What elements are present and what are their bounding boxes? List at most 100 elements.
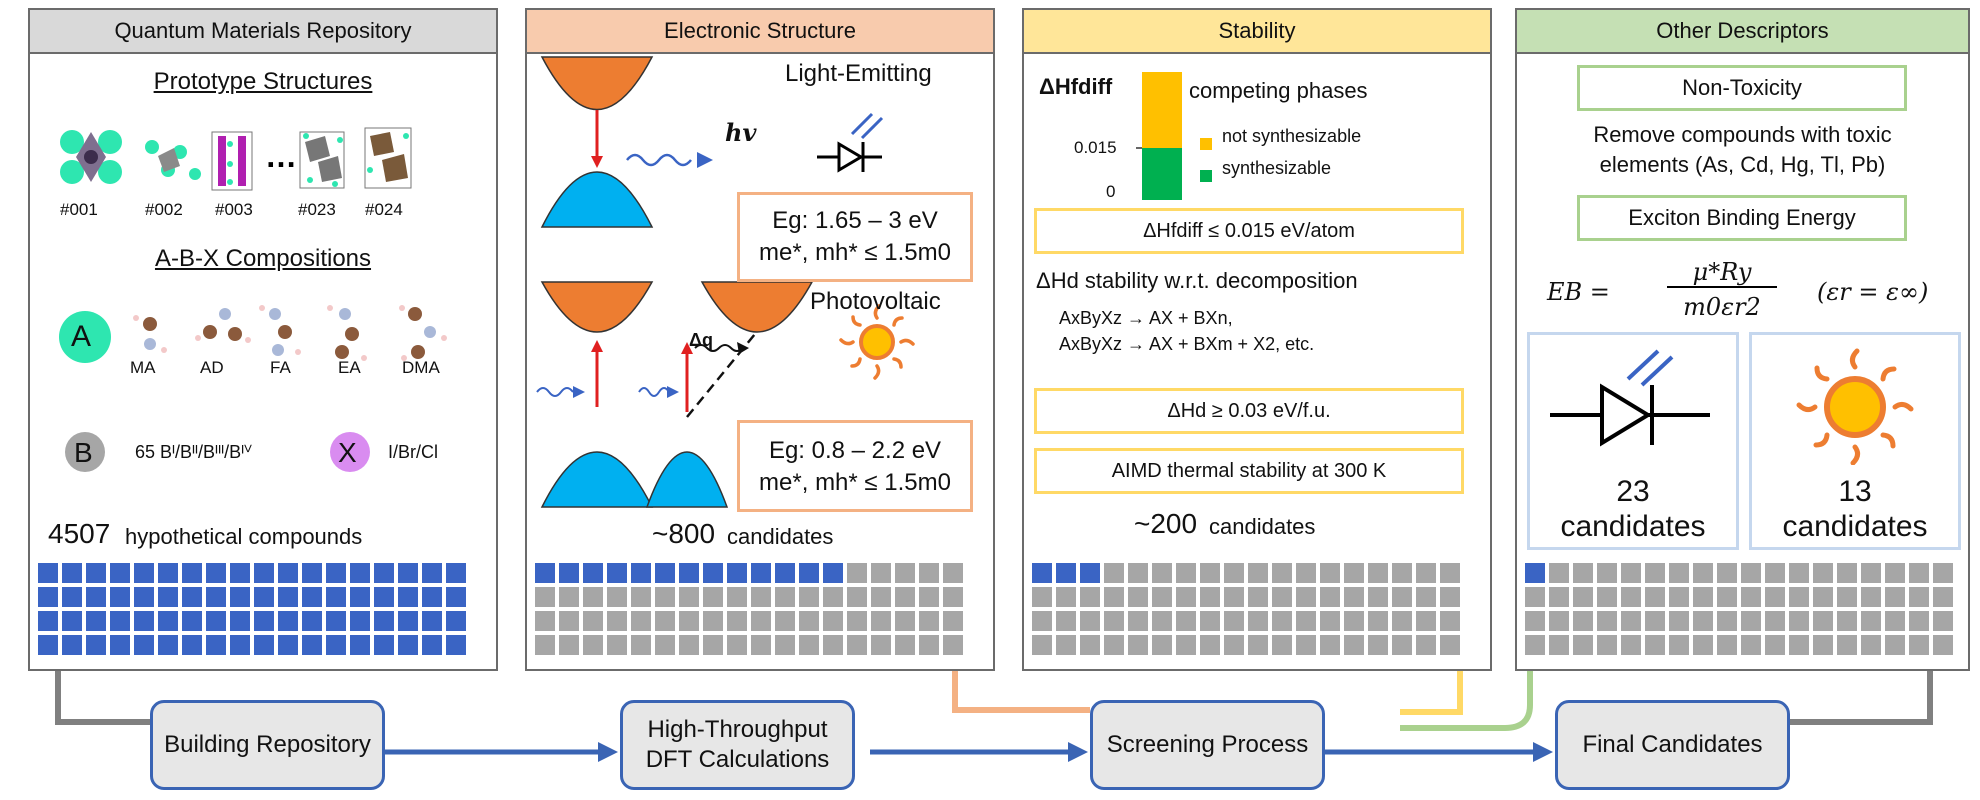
- grid-cell-empty: [1368, 563, 1388, 583]
- grid-cell-empty: [871, 635, 891, 655]
- grid-cell-empty: [1320, 587, 1340, 607]
- grid-cell-filled: [134, 611, 154, 631]
- grid-cell-empty: [1885, 587, 1905, 607]
- grid-cell-empty: [1789, 587, 1809, 607]
- grid-cell-empty: [1344, 563, 1364, 583]
- grid-cell-filled: [350, 635, 370, 655]
- grid-cell-empty: [703, 635, 723, 655]
- grid-cell-empty: [1272, 587, 1292, 607]
- grid-cell-empty: [1861, 635, 1881, 655]
- grid-cell-empty: [1837, 587, 1857, 607]
- grid-cell-empty: [1440, 587, 1460, 607]
- grid-cell-empty: [1669, 611, 1689, 631]
- grid-cell-empty: [1765, 563, 1785, 583]
- grid-cell-filled: [38, 611, 58, 631]
- grid-cell-empty: [1152, 635, 1172, 655]
- grid-cell-empty: [1597, 587, 1617, 607]
- grid-cell-empty: [1741, 635, 1761, 655]
- led-count-label: candidates: [1560, 510, 1706, 543]
- grid-cell-empty: [1392, 611, 1412, 631]
- pv-result-box: 13 candidates: [1749, 332, 1961, 550]
- grid-cell-empty: [1549, 587, 1569, 607]
- grid-cell-empty: [943, 563, 963, 583]
- decomposition-criterion: ΔHd ≥ 0.03 eV/f.u.: [1034, 388, 1464, 434]
- abx-title: A-B-X Compositions: [154, 245, 372, 272]
- grid-cell-empty: [1933, 611, 1953, 631]
- grid-cell-empty: [703, 587, 723, 607]
- exciton-title: Exciton Binding Energy: [1577, 195, 1907, 241]
- grid-cell-filled: [158, 587, 178, 607]
- grid-cell-empty: [1861, 563, 1881, 583]
- grid-cell-empty: [679, 587, 699, 607]
- grid-cell-empty: [1573, 587, 1593, 607]
- grid-cell-empty: [847, 635, 867, 655]
- grid-cell-filled: [254, 635, 274, 655]
- grid-cell-empty: [1224, 635, 1244, 655]
- grid-cell-filled: [446, 563, 466, 583]
- charge-transfer-label: Δq: [689, 330, 713, 350]
- x-label: X: [338, 437, 357, 468]
- grid-cell-filled: [446, 635, 466, 655]
- structure-label: #023: [298, 200, 336, 219]
- structure-label: #024: [365, 200, 403, 219]
- decomposition-eq2: AxByXz → AX + BXm + X2, etc.: [1059, 334, 1315, 354]
- grid-cell-filled: [350, 587, 370, 607]
- grid-cell-filled: [86, 587, 106, 607]
- compound-count-label: hypothetical compounds: [125, 524, 363, 549]
- grid-cell-empty: [1669, 563, 1689, 583]
- prototype-title: Prototype Structures: [153, 68, 373, 95]
- grid-cell-empty: [1549, 635, 1569, 655]
- grid-cell-empty: [727, 611, 747, 631]
- grid-cell-empty: [919, 635, 939, 655]
- grid-cell-empty: [751, 611, 771, 631]
- candidate-grid: [38, 563, 466, 655]
- grid-cell-empty: [1296, 611, 1316, 631]
- grid-cell-empty: [943, 587, 963, 607]
- grid-cell-filled: [254, 587, 274, 607]
- grid-cell-empty: [1080, 611, 1100, 631]
- grid-cell-filled: [775, 563, 795, 583]
- grid-cell-filled: [62, 635, 82, 655]
- a-label: A: [71, 320, 92, 353]
- grid-cell-filled: [398, 587, 418, 607]
- grid-cell-empty: [1104, 587, 1124, 607]
- molecule-label: EA: [338, 358, 361, 377]
- led-icon: [1550, 349, 1710, 447]
- grid-cell-empty: [1272, 635, 1292, 655]
- grid-cell-filled: [607, 563, 627, 583]
- structure-024: [364, 127, 412, 189]
- grid-cell-filled: [182, 563, 202, 583]
- grid-cell-empty: [1645, 587, 1665, 607]
- grid-cell-empty: [1693, 635, 1713, 655]
- grid-cell-filled: [583, 563, 603, 583]
- grid-cell-empty: [1248, 611, 1268, 631]
- candidate-grid: [1032, 563, 1460, 655]
- grid-cell-empty: [1416, 611, 1436, 631]
- grid-cell-empty: [1909, 587, 1929, 607]
- stability-bar: [1136, 72, 1212, 200]
- grid-cell-empty: [655, 611, 675, 631]
- grid-cell-filled: [254, 563, 274, 583]
- grid-cell-empty: [1296, 563, 1316, 583]
- grid-cell-empty: [1621, 563, 1641, 583]
- grid-cell-filled: [206, 611, 226, 631]
- grid-cell-empty: [1741, 587, 1761, 607]
- formation-energy-criterion: ΔHfdiff ≤ 0.015 eV/atom: [1034, 208, 1464, 254]
- bandgap-criterion: Eg: 0.8 – 2.2 eV: [768, 437, 942, 464]
- grid-cell-empty: [1320, 635, 1340, 655]
- grid-cell-empty: [631, 635, 651, 655]
- grid-cell-filled: [422, 563, 442, 583]
- grid-cell-empty: [1056, 587, 1076, 607]
- grid-cell-empty: [1765, 635, 1785, 655]
- grid-cell-filled: [703, 563, 723, 583]
- grid-cell-empty: [1248, 563, 1268, 583]
- photovoltaic-criteria: Eg: 0.8 – 2.2 eV me*, mh* ≤ 1.5m0: [737, 420, 973, 512]
- grid-cell-empty: [1525, 611, 1545, 631]
- grid-cell-filled: [134, 635, 154, 655]
- grid-cell-empty: [1176, 611, 1196, 631]
- grid-cell-empty: [871, 587, 891, 607]
- grid-cell-empty: [1717, 611, 1737, 631]
- grid-cell-empty: [1597, 563, 1617, 583]
- molecules: [143, 307, 436, 359]
- grid-cell-filled: [350, 611, 370, 631]
